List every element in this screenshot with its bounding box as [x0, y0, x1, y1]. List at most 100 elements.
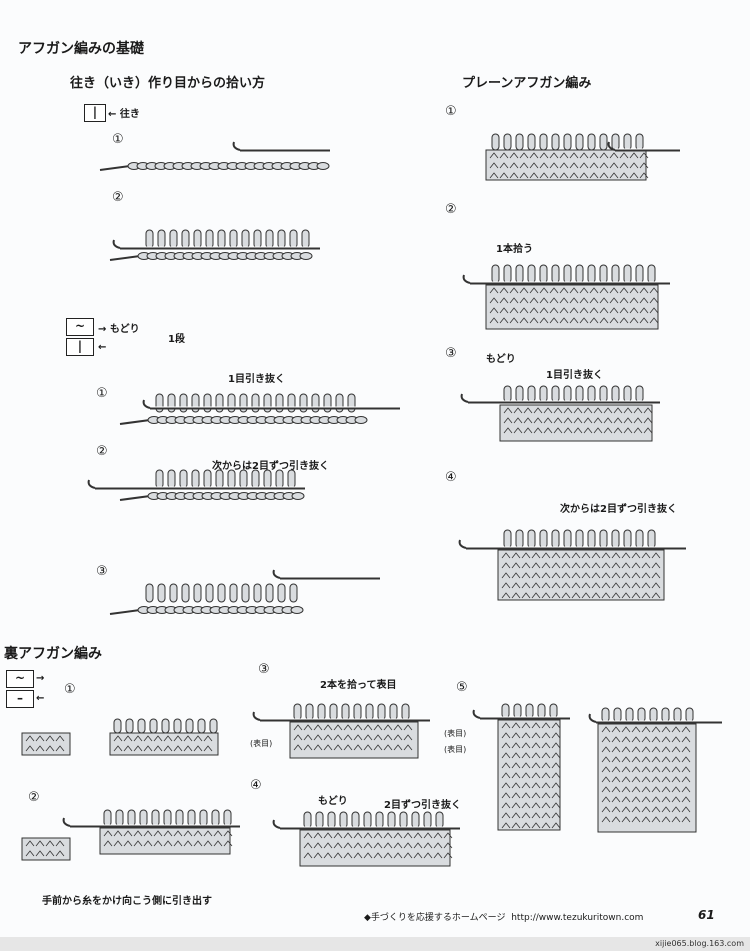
fabric-stitch [621, 592, 631, 599]
fabric-stitch [123, 745, 133, 752]
fabric-stitch [541, 822, 551, 829]
stitch-loop [613, 707, 622, 723]
fabric-stitch [581, 562, 591, 569]
fabric-stitch [433, 852, 443, 859]
fabric-stitch [529, 307, 539, 314]
fabric-stitch [641, 582, 651, 589]
stitch-loop [587, 133, 596, 151]
fabric-stitch [633, 417, 643, 424]
fabric-stitch [579, 307, 589, 314]
fabric-stitch [629, 172, 639, 179]
fabric-stitch [103, 830, 113, 837]
fabric-stitch [333, 832, 343, 839]
yarn-tail [119, 495, 151, 501]
fabric-stitch [523, 427, 533, 434]
stitch-loop [289, 229, 298, 249]
fabric-stitch [531, 802, 541, 809]
fabric-stitch [561, 562, 571, 569]
stitch-loop [611, 133, 620, 151]
omote-label: (表目) [444, 729, 467, 738]
fabric-stitch [511, 582, 521, 589]
fabric-stitch [641, 776, 651, 783]
fabric-stitch [489, 297, 499, 304]
fabric-stitch [563, 407, 573, 414]
fabric-stitch [363, 734, 373, 741]
fabric-stitch [569, 287, 579, 294]
fabric-stitch [671, 736, 681, 743]
fabric-stitch [45, 735, 55, 742]
fabric-stitch [549, 152, 559, 159]
fabric-stitch [529, 297, 539, 304]
fabric-stitch [551, 552, 561, 559]
arrow-left-icon: ← [98, 342, 107, 353]
fabric-stitch [631, 746, 641, 753]
fabric-stitch [509, 172, 519, 179]
fabric-stitch [619, 317, 629, 324]
fabric-stitch [383, 744, 393, 751]
fabric-stitch [631, 796, 641, 803]
fabric-stitch [193, 840, 203, 847]
fabric-stitch [681, 796, 691, 803]
fabric-stitch [363, 724, 373, 731]
fabric-stitch [533, 407, 543, 414]
fabric-stitch [55, 850, 65, 857]
fabric-stitch [133, 745, 143, 752]
fabric-stitch [511, 732, 521, 739]
fabric-stitch [551, 822, 561, 829]
fabric-stitch [571, 552, 581, 559]
arrow-left-icon: ← [36, 693, 45, 704]
page-number: 61 [698, 908, 715, 922]
fabric-stitch [629, 162, 639, 169]
fabric-stitch [639, 172, 649, 179]
fabric-stitch [649, 297, 659, 304]
fabric-stitch [383, 842, 393, 849]
fabric-stitch [113, 840, 123, 847]
stitch-loop [551, 529, 560, 549]
stitch-loop [563, 264, 572, 284]
fabric-stitch [501, 742, 511, 749]
fabric-stitch [621, 726, 631, 733]
fabric-stitch [353, 734, 363, 741]
fabric-stitch [333, 734, 343, 741]
fabric-stitch [581, 582, 591, 589]
fabric-stitch [183, 745, 193, 752]
footer-link[interactable]: http://www.tezukuritown.com [511, 913, 644, 923]
fabric-stitch [651, 552, 661, 559]
fabric-stitch [651, 562, 661, 569]
fabric-stitch [579, 152, 589, 159]
fabric-stitch [539, 317, 549, 324]
fabric-stitch [631, 592, 641, 599]
fabric-stitch [353, 724, 363, 731]
fabric-stitch [501, 792, 511, 799]
fabric-stitch [619, 297, 629, 304]
fabric-stitch [521, 812, 531, 819]
fabric-stitch [623, 427, 633, 434]
fabric-block [21, 732, 71, 756]
stitch-loop [575, 385, 584, 403]
stitch-loop [167, 469, 176, 489]
fabric-stitch [651, 776, 661, 783]
fabric-stitch [619, 287, 629, 294]
fabric-stitch [511, 802, 521, 809]
fabric-stitch [133, 840, 143, 847]
stitch-loop [211, 809, 220, 827]
stitch-loop [503, 264, 512, 284]
fabric-stitch [631, 552, 641, 559]
stitch-loop [139, 809, 148, 827]
step-number: ② [445, 202, 457, 217]
fabric-stitch [601, 786, 611, 793]
fabric-stitch [543, 427, 553, 434]
fabric-stitch [631, 726, 641, 733]
fabric-stitch [531, 732, 541, 739]
stitch-loop [253, 583, 262, 603]
fabric-stitch [153, 830, 163, 837]
fabric-stitch [611, 776, 621, 783]
stitch-loop [181, 583, 190, 603]
fabric-stitch [313, 852, 323, 859]
fabric-stitch [55, 745, 65, 752]
fabric-stitch [579, 297, 589, 304]
fabric-stitch [541, 552, 551, 559]
stitch-loop [539, 264, 548, 284]
fabric-stitch [661, 766, 671, 773]
